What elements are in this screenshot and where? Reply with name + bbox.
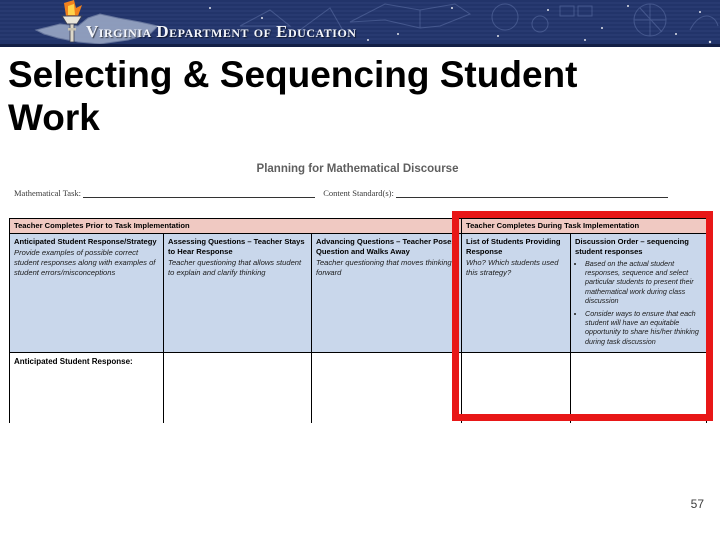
empty-cell bbox=[312, 353, 462, 423]
empty-cell bbox=[571, 353, 707, 423]
task-label: Mathematical Task: bbox=[14, 188, 81, 198]
task-blank-line bbox=[83, 188, 316, 198]
doodles bbox=[239, 3, 719, 37]
org-name: Virginia Department of Education bbox=[86, 22, 357, 41]
planning-table: Teacher Completes Prior to Task Implemen… bbox=[9, 218, 707, 423]
bullet-item: Based on the actual student responses, s… bbox=[585, 259, 702, 306]
virginia-silhouette bbox=[34, 13, 159, 45]
col-advancing-questions: Advancing Questions – Teacher Poses Ques… bbox=[312, 234, 462, 353]
worksheet-title: Planning for Mathematical Discourse bbox=[256, 163, 459, 175]
col-heading: Advancing Questions – Teacher Poses Ques… bbox=[316, 237, 456, 256]
anticipated-response-cell: Anticipated Student Response: bbox=[10, 353, 164, 423]
empty-cell bbox=[164, 353, 312, 423]
table-header-during: Teacher Completes During Task Implementa… bbox=[462, 219, 707, 234]
col-assessing-questions: Assessing Questions – Teacher Stays to H… bbox=[164, 234, 312, 353]
standards-label: Content Standard(s): bbox=[323, 188, 394, 198]
col-description: Who? Which students used this strategy? bbox=[466, 257, 559, 277]
col-heading: List of Students Providing Response bbox=[466, 237, 561, 256]
col-anticipated-response: Anticipated Student Response/Strategy Pr… bbox=[10, 234, 164, 353]
anticipated-response-label: Anticipated Student Response: bbox=[14, 357, 133, 366]
star-dots bbox=[209, 5, 712, 44]
col-heading: Assessing Questions – Teacher Stays to H… bbox=[168, 237, 305, 256]
col-list-of-students: List of Students Providing Response Who?… bbox=[462, 234, 571, 353]
standards-blank-line bbox=[395, 188, 668, 198]
task-and-standard-line: Mathematical Task: Content Standard(s): bbox=[14, 188, 710, 198]
col-description: Teacher questioning that allows student … bbox=[168, 257, 302, 277]
col-heading: Anticipated Student Response/Strategy bbox=[14, 237, 157, 246]
torch-icon bbox=[61, 0, 83, 43]
discussion-order-bullets: Based on the actual student responses, s… bbox=[575, 259, 702, 346]
banner-decoration bbox=[0, 0, 720, 47]
header-banner: Virginia Department of Education bbox=[0, 0, 720, 47]
table-header-prior: Teacher Completes Prior to Task Implemen… bbox=[10, 219, 462, 234]
col-description: Teacher questioning that moves thinking … bbox=[316, 257, 452, 277]
page-title: Selecting & Sequencing Student Work bbox=[8, 54, 578, 138]
col-heading: Discussion Order – sequencing student re… bbox=[575, 237, 689, 256]
empty-cell bbox=[462, 353, 571, 423]
col-discussion-order: Discussion Order – sequencing student re… bbox=[571, 234, 707, 353]
col-description: Provide examples of possible correct stu… bbox=[14, 247, 156, 277]
page-number: 57 bbox=[690, 497, 704, 511]
bullet-item: Consider ways to ensure that each studen… bbox=[585, 309, 702, 346]
